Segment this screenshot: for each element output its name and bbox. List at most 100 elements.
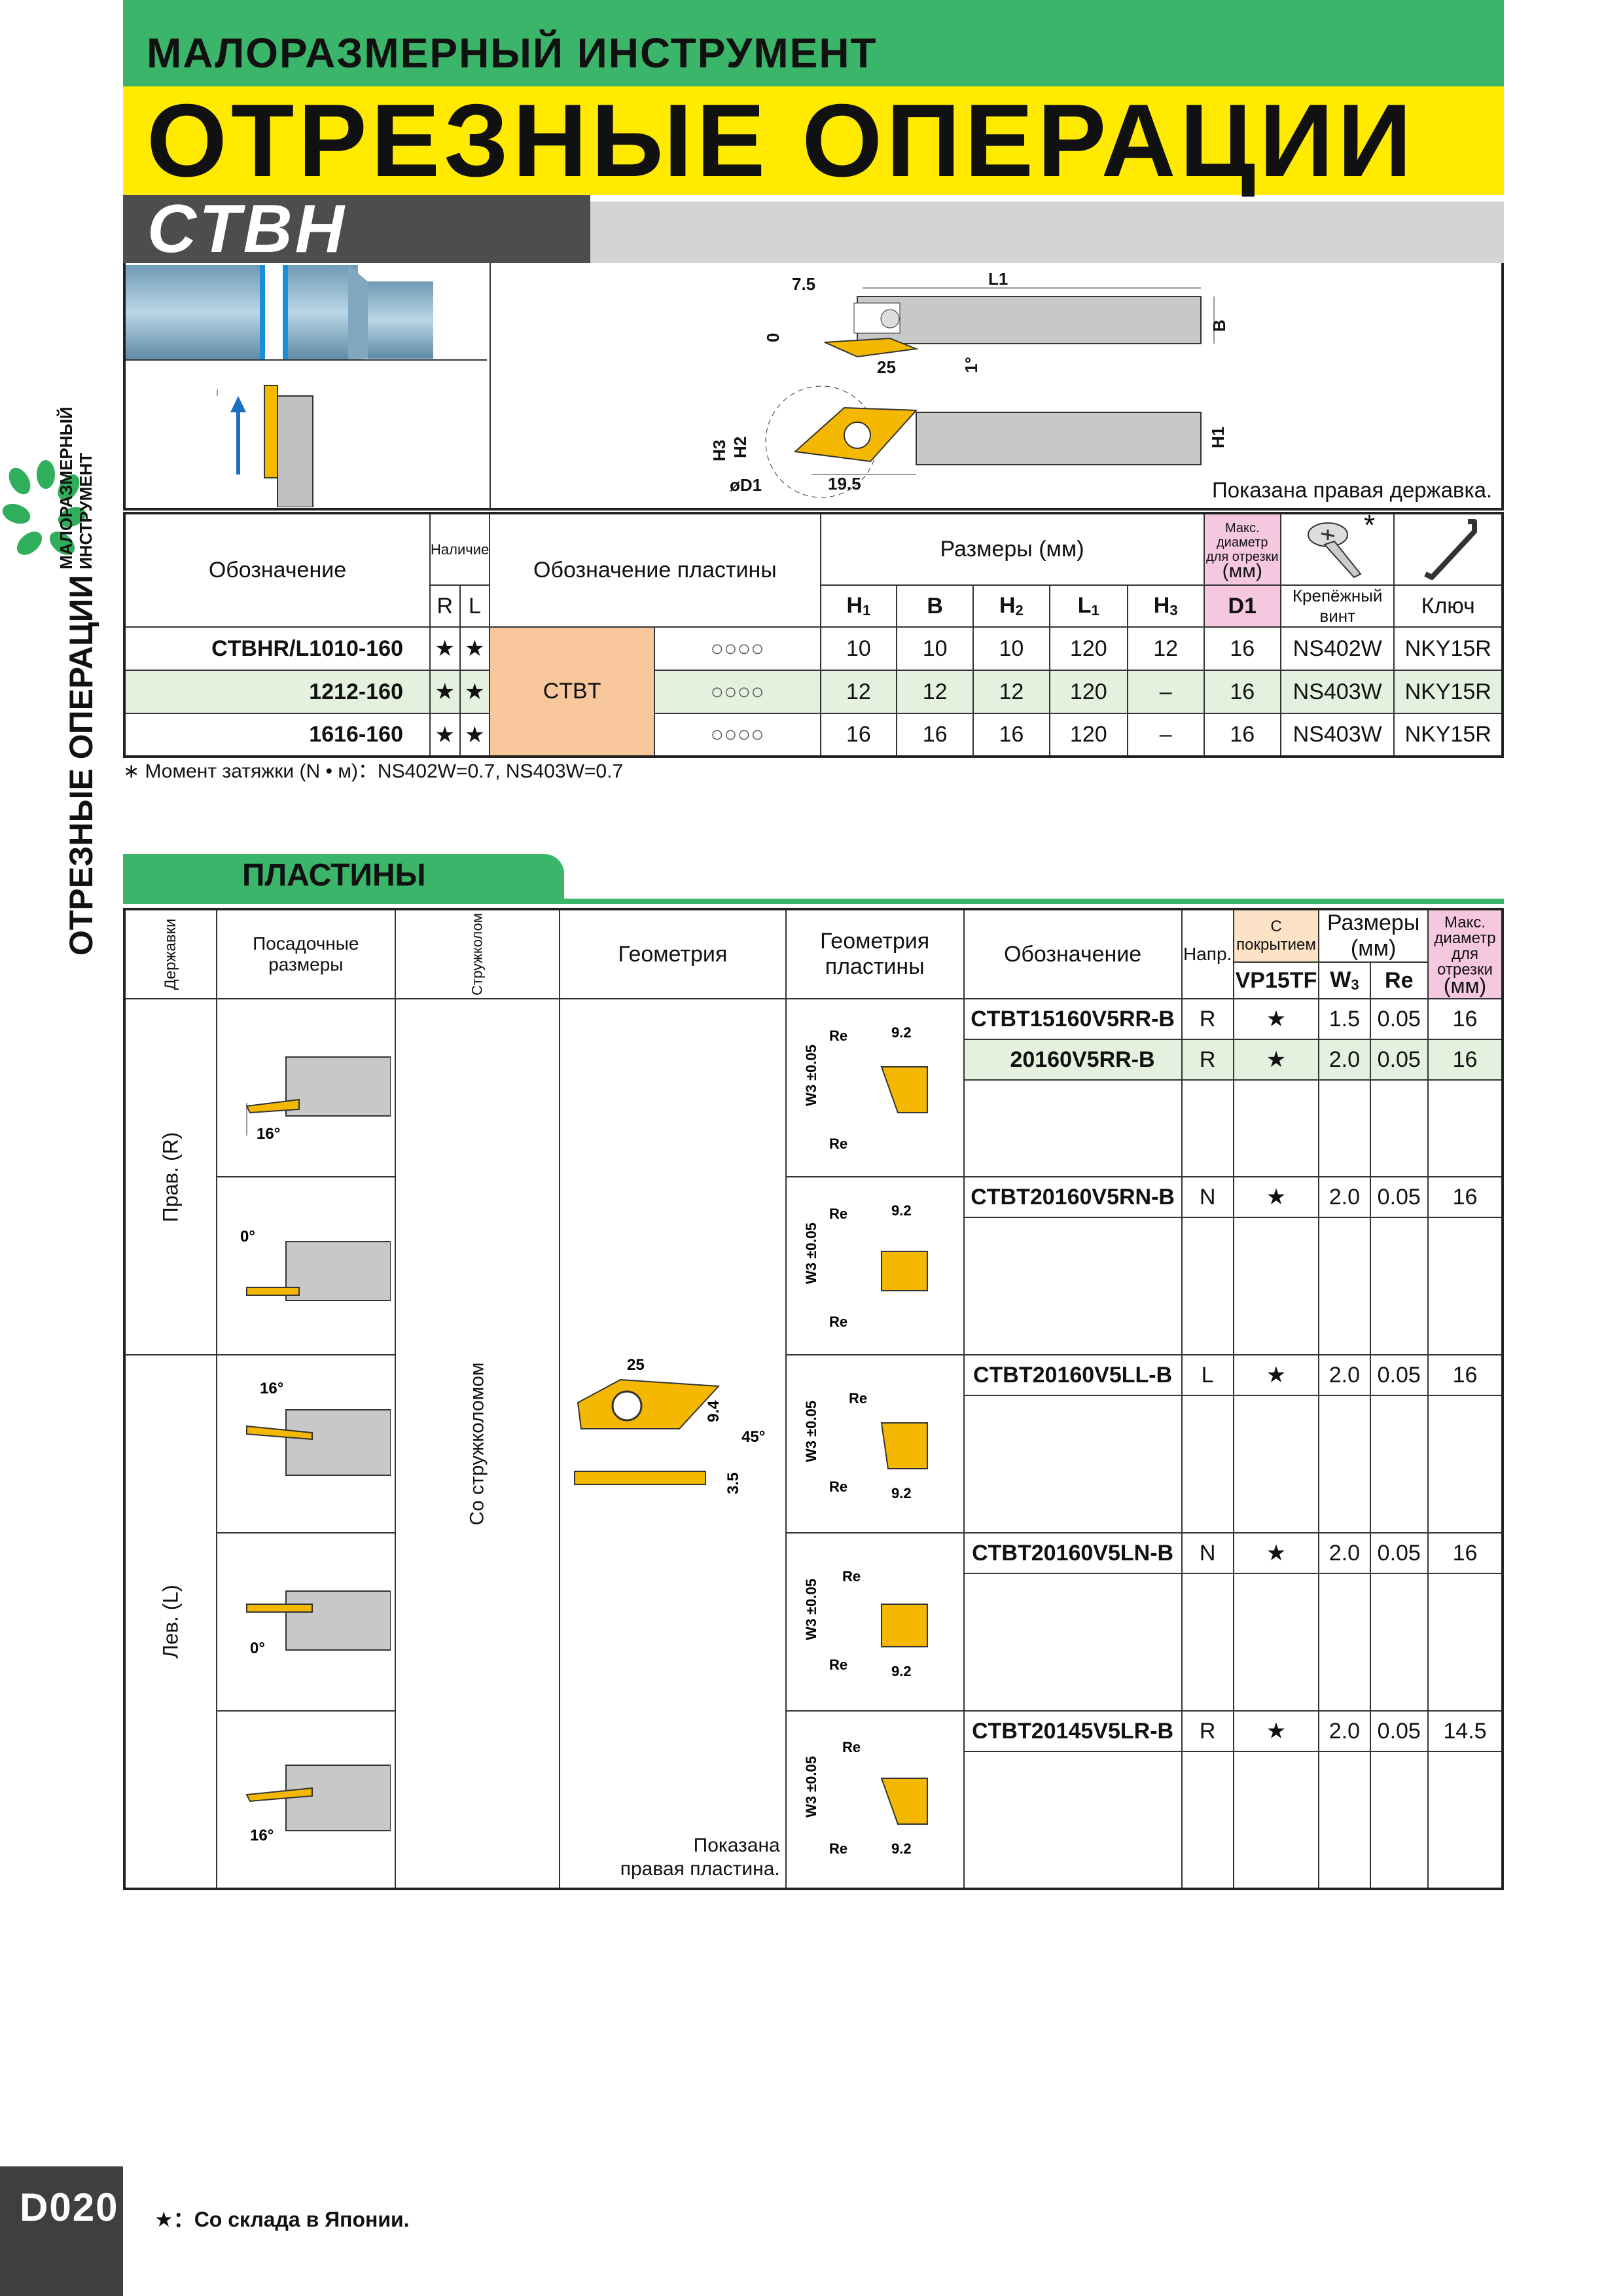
- table-row: 1616-160 ★ ★ ○○○○ 16 16 16 120 – 16 NS40…: [124, 713, 1503, 757]
- cell-max: 16: [1427, 1039, 1504, 1081]
- table-row: 1212-160 ★ ★ ○○○○ 12 12 12 120 – 16 NS40…: [124, 670, 1503, 714]
- svg-text:7.5: 7.5: [792, 274, 815, 294]
- svg-text:9.2: 9.2: [891, 1202, 912, 1219]
- svg-text:3.5: 3.5: [724, 1473, 742, 1494]
- drawing-caption: Показана правая державка.: [1212, 478, 1493, 502]
- insert-name: CTBT20160V5RN-B: [963, 1176, 1183, 1218]
- cell-B: 10: [896, 626, 974, 671]
- col-coated: С покрытием: [1232, 908, 1320, 963]
- insert-name: 20160V5RR-B: [963, 1039, 1183, 1081]
- col-holders: Державки: [124, 908, 217, 999]
- svg-text:W3 ±0.05: W3 ±0.05: [803, 1222, 819, 1283]
- svg-text:25: 25: [877, 357, 896, 377]
- svg-text:Re: Re: [849, 1390, 867, 1407]
- table-row: CTBHR/L1010-160 ★ ★ CTBT ○○○○ 10 10 10 1…: [124, 626, 1503, 757]
- cell-key: NKY15R: [1393, 670, 1503, 714]
- svg-text:9.2: 9.2: [891, 1024, 912, 1041]
- holder-dimension-drawing: L1 7.5 B 0 25 1° H3 H2 H1 øD1 19.5: [709, 269, 1229, 498]
- max-label-4: (мм): [1222, 560, 1262, 582]
- cell-grade: ★: [1232, 1039, 1320, 1081]
- cell-H1: 16: [819, 713, 898, 757]
- side-small-label: МАЛОРАЗМЕРНЫЙ ИНСТРУМЕНТ: [56, 406, 96, 569]
- right-hand-label: Прав. (R): [124, 998, 217, 1355]
- cell-grade: ★: [1232, 998, 1320, 1040]
- seat-drawing: 0°: [215, 1176, 396, 1355]
- col-H3: H3: [1126, 584, 1205, 628]
- insert-name: CTBT20160V5LN-B: [963, 1532, 1183, 1574]
- cell-max: 16: [1427, 1532, 1504, 1574]
- holder-name: 1616-160: [124, 713, 431, 757]
- avail-L: ★: [459, 670, 491, 714]
- avail-R: ★: [429, 626, 461, 671]
- cell-screw: NS403W: [1279, 713, 1395, 757]
- cell-grade: ★: [1232, 1354, 1320, 1396]
- col-R: R: [429, 584, 461, 628]
- hex-key-icon: [1393, 512, 1503, 586]
- col-max-diameter: Макс. диаметр для отрезки (мм): [1203, 512, 1281, 586]
- geometry-caption-2: правая пластина.: [620, 1858, 780, 1880]
- col-key: Ключ: [1393, 584, 1503, 628]
- col-B: B: [896, 584, 974, 628]
- insert-suffix: ○○○○: [653, 713, 821, 757]
- svg-text:L1: L1: [988, 269, 1008, 289]
- breaker-label: Со стружколомом: [394, 998, 560, 1890]
- cell-D1: 16: [1203, 670, 1281, 714]
- cell-hand: N: [1181, 1176, 1234, 1218]
- side-small-label-2: ИНСТРУМЕНТ: [76, 452, 96, 569]
- header-band-green: [123, 0, 1504, 86]
- svg-text:W3 ±0.05: W3 ±0.05: [803, 1578, 819, 1640]
- col-hand: Напр.: [1181, 908, 1234, 999]
- svg-text:Re: Re: [829, 1657, 847, 1673]
- col-Re: Re: [1369, 961, 1429, 999]
- leaf-logo-icon: [2, 460, 86, 555]
- svg-text:W3 ±0.05: W3 ±0.05: [803, 1400, 819, 1462]
- drawing-frame: [123, 263, 1504, 511]
- avail-R: ★: [429, 670, 461, 714]
- cell-max: 16: [1427, 998, 1504, 1040]
- insert-code: CTBT: [489, 626, 655, 757]
- svg-text:16°: 16°: [257, 1125, 280, 1143]
- holder-name: 1212-160: [124, 670, 431, 714]
- svg-text:Re: Re: [842, 1568, 861, 1585]
- cell-Re: 0.05: [1369, 1354, 1429, 1396]
- side-small-label-1: МАЛОРАЗМЕРНЫЙ: [56, 406, 76, 569]
- cell-H2: 16: [972, 713, 1050, 757]
- svg-text:H3: H3: [709, 440, 729, 461]
- svg-text:16°: 16°: [250, 1827, 274, 1844]
- page-number: D020: [20, 2185, 119, 2229]
- insert-name: CTBT15160V5RR-B: [963, 998, 1183, 1040]
- section-tab: [123, 854, 564, 899]
- cell-W3: 2.0: [1318, 1710, 1371, 1752]
- col-grade: VP15TF: [1232, 961, 1320, 999]
- cell-W3: 2.0: [1318, 1039, 1371, 1081]
- max-label-2: диаметр: [1217, 535, 1268, 550]
- svg-text:Re: Re: [829, 1206, 847, 1222]
- svg-text:1°: 1°: [961, 357, 981, 373]
- svg-text:Re: Re: [829, 1136, 847, 1152]
- cell-screw: NS402W: [1279, 626, 1395, 671]
- header-band-dark: [123, 195, 590, 263]
- svg-text:16°: 16°: [260, 1380, 283, 1397]
- svg-text:9.2: 9.2: [891, 1663, 912, 1679]
- max-label-1: Макс.: [1224, 520, 1260, 535]
- section-rule: [123, 899, 1504, 904]
- cell-H3: –: [1126, 670, 1205, 714]
- avail-L: ★: [459, 713, 491, 757]
- cell-W3: 2.0: [1318, 1532, 1371, 1574]
- svg-text:W3 ±0.05: W3 ±0.05: [803, 1756, 819, 1818]
- product-code: CTBH: [147, 191, 347, 267]
- section-title: ПЛАСТИНЫ: [242, 858, 426, 893]
- col-insert: Обозначение пластины: [489, 512, 821, 628]
- cell-hand: R: [1181, 1710, 1234, 1752]
- svg-text:H2: H2: [730, 437, 750, 458]
- svg-text:19.5: 19.5: [828, 474, 861, 493]
- workpiece-shaft-image: [126, 265, 487, 507]
- svg-text:B: B: [1209, 319, 1229, 332]
- svg-text:Re: Re: [829, 1028, 847, 1044]
- svg-text:Re: Re: [842, 1739, 861, 1755]
- cell-max: 16: [1427, 1354, 1504, 1396]
